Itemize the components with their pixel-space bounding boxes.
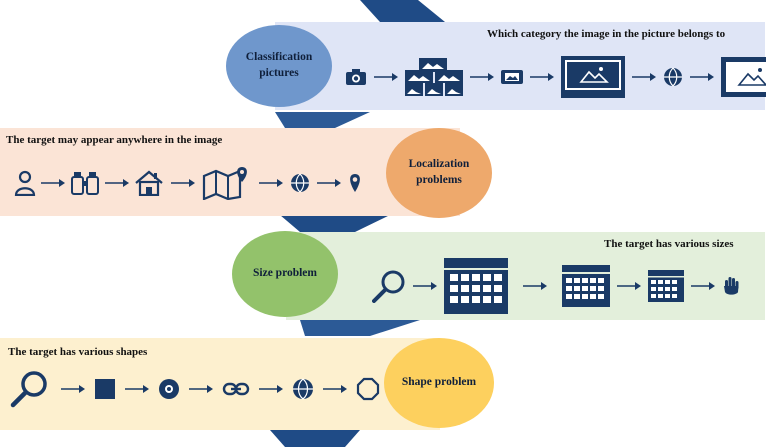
person-icon (14, 170, 36, 196)
large-image-frame-icon (561, 56, 625, 98)
classification-circle-label-1: Classification (245, 51, 313, 64)
size-circle: Size problem (232, 231, 338, 317)
film-strip-icon (501, 70, 523, 84)
localization-icon-row (14, 166, 362, 200)
arrow-icon (170, 177, 196, 189)
classification-icon-row (345, 56, 766, 98)
magnifier-icon (372, 269, 406, 303)
shape-caption: The target has various shapes (8, 346, 148, 358)
arrow-icon (412, 280, 438, 292)
arrow-icon (322, 383, 348, 395)
size-caption: The target has various sizes (604, 238, 734, 250)
classification-caption: Which category the image in the picture … (487, 28, 726, 40)
large-calendar-icon (444, 258, 508, 314)
framed-image-icon (721, 57, 766, 97)
octagon-icon (356, 377, 380, 401)
localization-circle-label-1: Localization (408, 158, 470, 171)
magnifier-icon (10, 370, 52, 408)
arrow-icon (40, 177, 66, 189)
hand-icon (722, 276, 740, 296)
arrow-icon (529, 71, 555, 83)
arrow-icon (373, 71, 399, 83)
localization-circle-label-2: problems (416, 174, 462, 186)
square-icon (94, 378, 116, 400)
camera-icon (345, 68, 367, 86)
arrow-icon (188, 383, 214, 395)
arrow-icon (690, 280, 716, 292)
arrow-icon (522, 280, 548, 292)
size-circle-label: Size problem (253, 267, 317, 280)
arrow-icon (631, 71, 657, 83)
medium-calendar-icon (562, 265, 610, 307)
image-stack-icon (405, 58, 463, 96)
size-icon-row (372, 258, 740, 314)
arrow-icon (258, 383, 284, 395)
location-pin-icon (348, 173, 362, 193)
shape-icon-row (10, 370, 380, 408)
localization-circle: Localization problems (386, 128, 492, 218)
binoculars-icon (70, 171, 100, 195)
arrow-icon (60, 383, 86, 395)
shape-band (0, 338, 440, 430)
shape-circle: Shape problem (384, 338, 494, 428)
classification-circle-label-2: pictures (259, 67, 299, 79)
globe-icon (290, 173, 310, 193)
globe-icon (663, 67, 683, 87)
small-calendar-icon (648, 270, 684, 302)
classification-circle: Classification pictures (226, 25, 332, 107)
globe-icon (292, 378, 314, 400)
arrow-icon (616, 280, 642, 292)
arrow-icon (469, 71, 495, 83)
house-icon (134, 170, 164, 196)
arrow-icon (316, 177, 342, 189)
map-pin-icon (202, 166, 252, 200)
size-band (286, 232, 765, 320)
shape-circle-label: Shape problem (401, 376, 477, 389)
disc-icon (158, 378, 180, 400)
arrow-icon (104, 177, 130, 189)
arrow-icon (258, 177, 284, 189)
classification-band (275, 22, 765, 110)
link-icon (222, 381, 250, 397)
arrow-icon (689, 71, 715, 83)
arrow-icon (124, 383, 150, 395)
localization-caption: The target may appear anywhere in the im… (6, 134, 223, 146)
